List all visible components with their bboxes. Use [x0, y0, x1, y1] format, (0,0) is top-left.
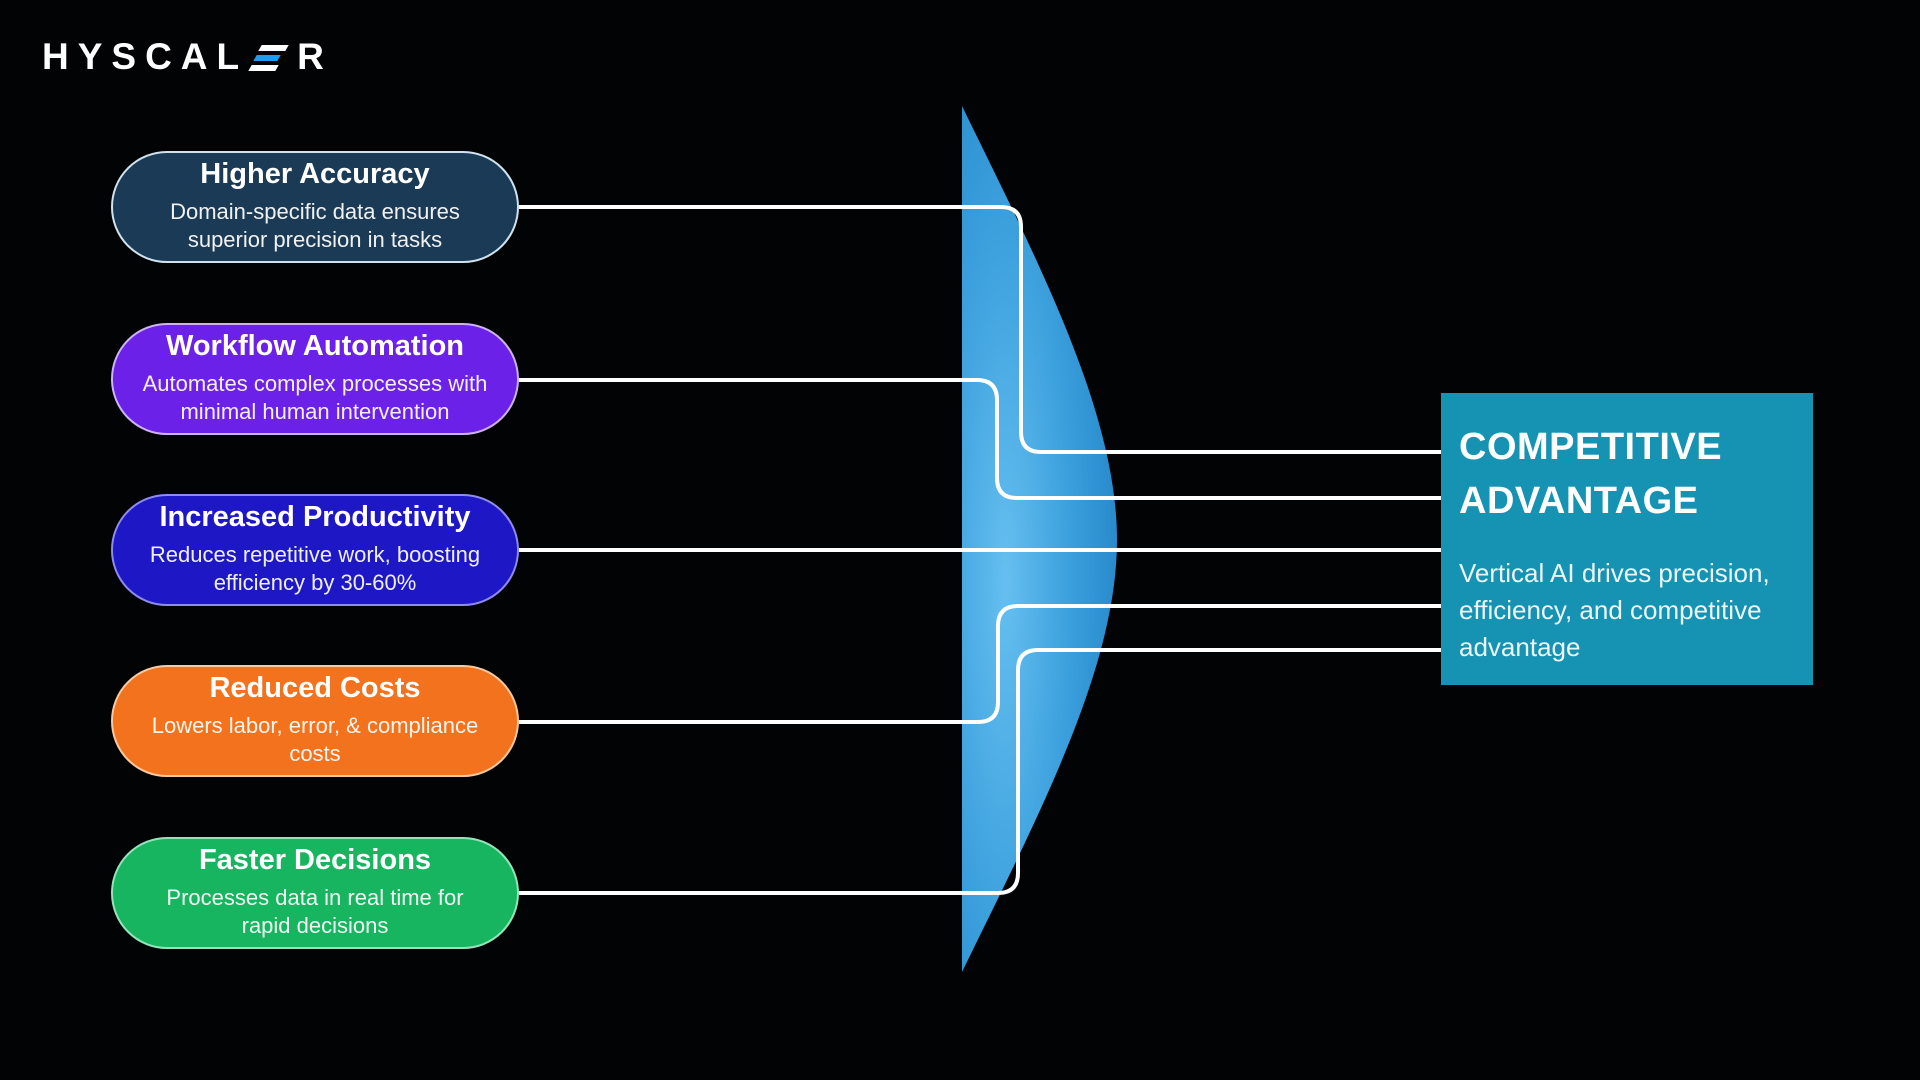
- connector-line-reduced-costs: [519, 604, 1441, 724]
- connector-line-higher-accuracy: [519, 205, 1441, 454]
- result-title-line2: ADVANTAGE: [1459, 479, 1699, 522]
- benefit-title: Faster Decisions: [198, 844, 432, 877]
- benefit-title: Workflow Automation: [165, 330, 465, 363]
- benefit-card-workflow-automation: Workflow Automation Automates complex pr…: [111, 323, 519, 435]
- benefit-description: Automates complex processes with minimal…: [142, 370, 488, 424]
- result-description: Vertical AI drives precision, efficiency…: [1459, 557, 1770, 662]
- benefit-title: Reduced Costs: [209, 672, 421, 705]
- result-title-line1: COMPETITIVE: [1459, 426, 1723, 468]
- benefit-description: Reduces repetitive work, boosting effici…: [149, 541, 481, 595]
- benefit-card-reduced-costs: Reduced Costs Lowers labor, error, & com…: [111, 665, 519, 777]
- lens-shape: [962, 106, 1117, 972]
- benefit-title: Increased Productivity: [159, 501, 471, 534]
- benefit-card-increased-productivity: Increased Productivity Reduces repetitiv…: [111, 494, 519, 606]
- logo-text-suffix: R: [297, 36, 333, 77]
- hyscaler-logo: HYSCAL R: [42, 38, 333, 75]
- benefit-description: Domain-specific data ensures superior pr…: [170, 198, 460, 252]
- result-box-competitive-advantage: COMPETITIVE ADVANTAGE Vertical AI drives…: [1441, 393, 1813, 685]
- connector-line-workflow-automation: [519, 378, 1441, 500]
- benefit-description: Lowers labor, error, & compliance costs: [151, 712, 479, 766]
- result-title: COMPETITIVE ADVANTAGE: [1459, 421, 1793, 529]
- benefit-description: Processes data in real time for rapid de…: [166, 884, 464, 938]
- connector-line-faster-decisions: [519, 648, 1441, 895]
- benefit-title: Higher Accuracy: [200, 158, 430, 191]
- logo-text-prefix: HYSCAL: [42, 36, 249, 77]
- benefit-card-faster-decisions: Faster Decisions Processes data in real …: [111, 837, 519, 949]
- benefit-card-higher-accuracy: Higher Accuracy Domain-specific data ens…: [111, 151, 519, 263]
